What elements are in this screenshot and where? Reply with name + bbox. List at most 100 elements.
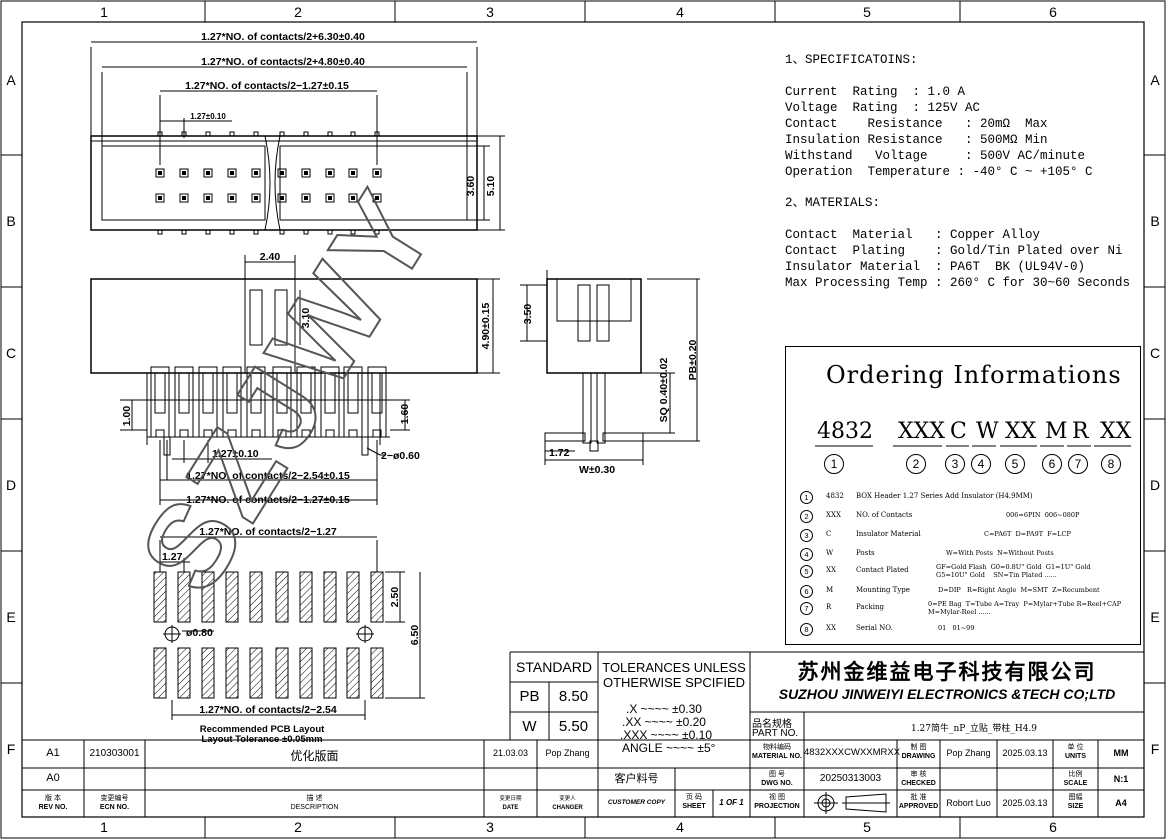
row-label: E	[6, 609, 15, 625]
pin-pad-core	[182, 171, 186, 175]
ecn-header-cn: 变更编号	[100, 795, 129, 802]
pin-tab	[374, 229, 380, 235]
pcb-caption: Recommended PCB Layout	[200, 724, 325, 735]
standard-value: 5.50	[558, 718, 589, 735]
date-header-cn: 变更日期	[499, 796, 522, 802]
pin-tab	[205, 229, 211, 235]
company-name-cn: 苏州金维益电子科技有限公司	[797, 659, 1097, 684]
pin-pad-core	[230, 171, 234, 175]
order-item-code: R	[826, 603, 832, 611]
material-number: 4832XXXCWXXMRXX	[804, 747, 901, 758]
dim-outer-height: 5.10	[485, 176, 497, 197]
col-label: 4	[676, 4, 684, 20]
size-label-en: SIZE	[1067, 803, 1084, 810]
projection-label-en: PROJECTION	[754, 803, 800, 810]
part-label-cn: 品名规格	[752, 719, 792, 730]
title-block-grid	[22, 651, 1144, 817]
material-label-cn: 物料编码	[763, 744, 791, 751]
front-pin	[250, 372, 262, 414]
standard-key: PB	[519, 688, 540, 705]
pin-tab	[303, 229, 309, 235]
order-code-segment: R	[1072, 419, 1089, 444]
pin-pad-core	[280, 196, 284, 200]
order-item-label: Contact Plated	[856, 566, 909, 574]
order-code-marker: 3	[945, 454, 965, 474]
pcb-pad-top	[153, 571, 167, 623]
front-view	[90, 255, 500, 505]
order-item-number: 8	[800, 623, 813, 636]
units-value: MM	[1113, 748, 1129, 758]
dwg-label-en: DWG NO.	[761, 780, 793, 787]
row-label: C	[6, 345, 16, 361]
order-code-marker: 6	[1042, 454, 1062, 474]
pin-pad-core	[254, 171, 258, 175]
order-item-options: C=PA6T D=PA9T F=LCP	[984, 530, 1071, 538]
dim-pin-span: 1.27*NO. of contacts/2−1.27±0.15	[185, 80, 349, 92]
pin-pad-core	[328, 171, 332, 175]
front-pin	[154, 372, 166, 414]
pin-pad	[348, 193, 358, 203]
dim-pitch: 1.27±0.10	[190, 112, 226, 121]
dim-foot: 1.72	[549, 447, 570, 459]
order-code-marker: 2	[906, 454, 926, 474]
row-label: F	[7, 741, 16, 757]
pin-pad-core	[351, 196, 355, 200]
projection-label-cn: 视 图	[769, 794, 785, 801]
order-item-number: 3	[800, 529, 813, 542]
pin-pad	[251, 168, 261, 178]
pin-pad	[301, 193, 311, 203]
spec-line: Operation Temperature : -40° C ~ +105° C	[785, 165, 1093, 179]
ecn-header-en: ECN NO.	[99, 804, 130, 811]
tolerance-line: .X ~~~~ ±0.30	[626, 702, 702, 716]
revision-description: 优化版面	[290, 749, 339, 763]
pin-pad	[179, 193, 189, 203]
pin-pad-core	[280, 171, 284, 175]
pin-tab	[303, 131, 309, 137]
sheet-label-cn: 页 码	[686, 794, 702, 801]
dim-housing-width: 1.27*NO. of contacts/2+4.80±0.40	[201, 56, 365, 68]
desc-header-en: DESCRIPTION	[290, 804, 339, 811]
material-line: Insulator Material : PA6T BK (UL94V-0)	[785, 260, 1086, 274]
row-label: A	[6, 72, 16, 88]
dim-body-height: 4.90±0.15	[480, 303, 492, 350]
front-pin	[324, 372, 336, 414]
pin-pad	[203, 193, 213, 203]
front-pin	[202, 372, 214, 414]
order-item-label: NO. of Contacts	[856, 511, 913, 519]
dim-key-height: 3.10	[300, 308, 312, 329]
pin-tab	[279, 131, 285, 137]
tolerance-line: ANGLE ~~~~ ±5°	[622, 741, 716, 755]
order-code-segment: XX	[1100, 419, 1132, 444]
order-item-label: Serial NO.	[856, 624, 893, 632]
front-pin	[178, 372, 190, 414]
pcb-pad-bottom	[299, 647, 313, 699]
ordering-title: Ordering Informations	[826, 361, 1122, 389]
pcb-pad-top	[323, 571, 337, 623]
row-label: D	[6, 477, 16, 493]
front-pin	[276, 372, 288, 414]
order-item-code: XX	[826, 624, 836, 632]
order-item-number: 4	[800, 548, 813, 561]
tolerance-title: OTHERWISE SPCIFIED	[602, 675, 746, 690]
pin-pad-core	[351, 171, 355, 175]
row-label: D	[1150, 477, 1160, 493]
pin-pad	[251, 193, 261, 203]
order-item-number: 1	[800, 491, 813, 504]
order-item-code: XX	[826, 566, 836, 574]
pin-tab	[350, 131, 356, 137]
pin-pad	[227, 168, 237, 178]
material-line: Contact Material : Copper Alloy	[785, 228, 1041, 242]
dim-pad-length: 2.50	[389, 587, 401, 608]
pin-tab	[253, 131, 259, 137]
order-code-segment: C	[950, 419, 967, 444]
pcb-pad-bottom	[201, 647, 215, 699]
projection-symbol	[814, 792, 890, 814]
spec-line: Voltage Rating : 125V AC	[785, 101, 981, 115]
scale-value: N:1	[1113, 774, 1129, 784]
approved-label-en: APPROVED	[898, 803, 939, 810]
pin-pad	[325, 168, 335, 178]
watermark: SZJWY	[115, 165, 464, 614]
pin-tab	[279, 229, 285, 235]
order-item-number: 6	[800, 585, 813, 598]
checked-label-en: CHECKED	[901, 780, 936, 787]
